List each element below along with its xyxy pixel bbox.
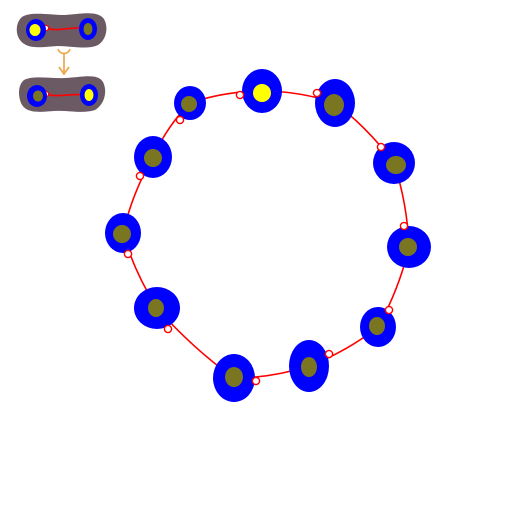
ring-nodes	[105, 69, 431, 402]
ring-joint[interactable]	[135, 171, 145, 181]
ring-joint[interactable]	[235, 90, 245, 100]
hint-arrow-icon	[57, 48, 71, 76]
hint-before-left-core	[29, 24, 41, 36]
ring-node-core	[386, 156, 406, 174]
ring-node-core	[301, 357, 317, 377]
hint-after-right-core	[84, 89, 94, 101]
ring-node-2[interactable]	[373, 142, 415, 184]
hint-after-right-node	[80, 84, 98, 106]
ring-node-5[interactable]	[289, 340, 329, 392]
ring-node-4[interactable]	[360, 307, 396, 347]
hint-panel	[16, 13, 107, 112]
ring-node-3[interactable]	[387, 226, 431, 268]
ring-joint[interactable]	[384, 305, 394, 315]
ring-node-10[interactable]	[174, 86, 206, 120]
ring-joints	[123, 88, 409, 386]
ring-node-8[interactable]	[105, 213, 141, 253]
ring-node-core	[225, 367, 243, 387]
ring-joint[interactable]	[324, 349, 334, 359]
ring-node-core	[113, 225, 131, 243]
ring-joint[interactable]	[123, 249, 133, 259]
ring-joint[interactable]	[175, 115, 185, 125]
hint-before-right-core	[83, 23, 93, 35]
ring-node-1[interactable]	[315, 79, 355, 127]
ring-joint[interactable]	[312, 88, 322, 98]
ring-node-7[interactable]	[134, 287, 180, 329]
hint-before-right-node	[79, 18, 97, 40]
ring-node-9[interactable]	[134, 136, 172, 178]
ring-joint[interactable]	[163, 324, 173, 334]
ring-node-core	[181, 96, 197, 112]
ring-node-core	[144, 149, 162, 167]
ring-node-core-active	[253, 84, 271, 102]
ring-node-0[interactable]	[242, 69, 282, 113]
ring-node-core	[148, 299, 164, 317]
hint-before-left-node	[26, 19, 46, 41]
ring-node-6[interactable]	[213, 354, 255, 402]
ring-node-core	[399, 238, 417, 256]
ring-joint[interactable]	[376, 142, 386, 152]
hint-after-left-core	[33, 90, 43, 102]
ring-node-core	[324, 94, 344, 116]
hint-after-left-node	[27, 85, 47, 107]
ring-node-core	[369, 317, 385, 335]
ring-joint[interactable]	[251, 376, 261, 386]
ring-joint[interactable]	[399, 221, 409, 231]
